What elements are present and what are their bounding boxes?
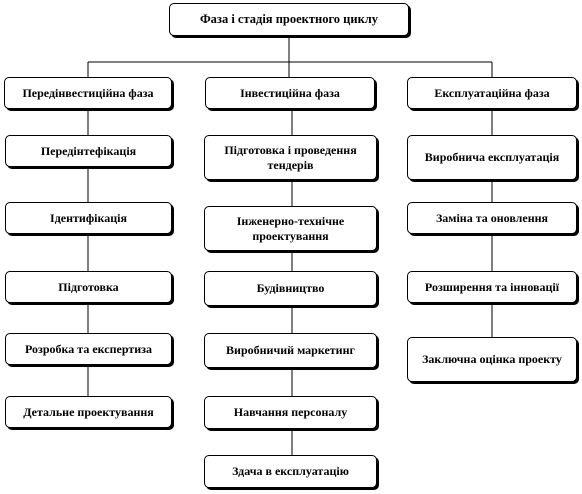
stage-label: Підготовка bbox=[58, 279, 119, 294]
stage-label: Будівництво bbox=[256, 281, 325, 295]
stage-label: Ідентифікація bbox=[50, 210, 127, 225]
stage-preparation: Підготовка bbox=[5, 271, 172, 303]
stage-label: Заключна оцінка проекту bbox=[422, 352, 562, 366]
stage-identification: Ідентифікація bbox=[5, 202, 172, 234]
stage-label: Підготовка і проведення тендерів bbox=[224, 142, 357, 172]
phase-pre-investment: Передінвестиційна фаза bbox=[4, 77, 172, 109]
stage-construction: Будівництво bbox=[204, 271, 377, 306]
stage-tender-preparation: Підготовка і проведення тендерів bbox=[204, 135, 377, 180]
phase-operation: Експлуатаційна фаза bbox=[407, 77, 577, 109]
phase-label: Передінвестиційна фаза bbox=[22, 85, 154, 100]
phase-label: Інвестиційна фаза bbox=[240, 85, 340, 100]
stage-staff-training: Навчання персоналу bbox=[204, 396, 377, 429]
root-label: Фаза і стадія проектного циклу bbox=[199, 11, 379, 26]
phase-investment: Інвестиційна фаза bbox=[205, 77, 375, 109]
stage-final-evaluation: Заключна оцінка проекту bbox=[407, 337, 577, 382]
stage-label: Заміна та оновлення bbox=[435, 210, 549, 225]
phase-label: Експлуатаційна фаза bbox=[434, 85, 550, 100]
stage-development-expertise: Розробка та експертиза bbox=[5, 333, 172, 365]
stage-label: Інженерно-технічне проектування bbox=[236, 213, 345, 243]
stage-production-marketing: Виробничий маркетинг bbox=[204, 333, 377, 368]
stage-replacement-renewal: Заміна та оновлення bbox=[407, 202, 577, 234]
stage-label: Виробничий маркетинг bbox=[226, 343, 355, 357]
stage-label: Виробнича експлуатація bbox=[424, 150, 560, 164]
stage-label: Розширення та інновації bbox=[424, 279, 560, 294]
stage-expansion-innovation: Розширення та інновації bbox=[407, 271, 577, 303]
stage-label: Передінтефікація bbox=[40, 143, 137, 158]
stage-pre-identification: Передінтефікація bbox=[5, 135, 172, 167]
stage-commissioning: Здача в експлуатацію bbox=[204, 455, 377, 488]
stage-detailed-design: Детальне проектування bbox=[5, 396, 172, 428]
stage-label: Навчання персоналу bbox=[233, 405, 348, 419]
stage-label: Здача в експлуатацію bbox=[232, 464, 349, 478]
stage-label: Розробка та експертиза bbox=[25, 341, 152, 356]
stage-label: Детальне проектування bbox=[23, 404, 154, 419]
root-node: Фаза і стадія проектного циклу bbox=[169, 3, 409, 36]
stage-engineering-design: Інженерно-технічне проектування bbox=[204, 206, 377, 251]
stage-production-operation: Виробнича експлуатація bbox=[407, 135, 577, 180]
